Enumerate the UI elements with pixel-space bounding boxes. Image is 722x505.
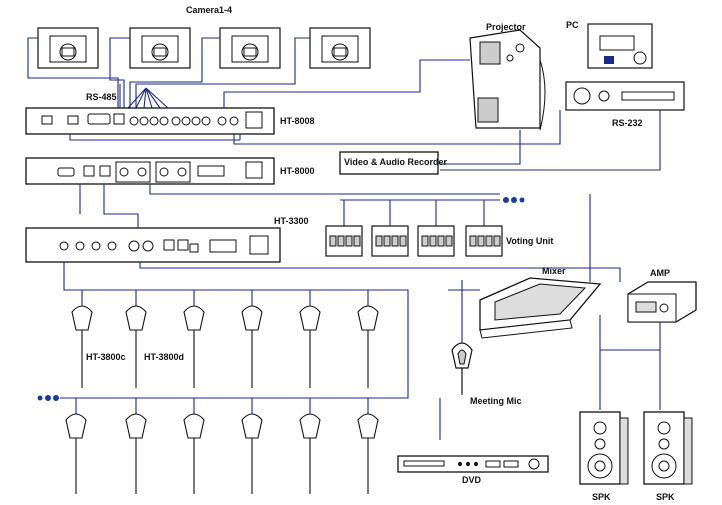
dvd-player (397, 455, 549, 473)
cameras-label: Camera1-4 (186, 5, 233, 15)
voting-unit (325, 225, 363, 257)
amp (627, 281, 697, 323)
spk-right-label: SPK (656, 492, 675, 502)
pc-label: PC (566, 20, 579, 30)
voting-unit (465, 225, 503, 257)
ht3800c-label: HT-3800c (86, 352, 126, 362)
ht-8000-unit (25, 157, 275, 185)
ht3800d-label: HT-3800d (144, 352, 185, 362)
camera-3 (219, 27, 281, 69)
delegate-mic-row-1 (71, 290, 379, 388)
camera-4 (309, 27, 371, 69)
continuation-dot (503, 197, 509, 203)
mixer-label: Mixer (542, 266, 566, 276)
dvd-label: DVD (462, 475, 482, 485)
continuation-dot (519, 197, 525, 203)
camera-2 (129, 27, 191, 69)
continuation-dot (37, 395, 43, 401)
camera-1 (37, 27, 99, 69)
projector (469, 29, 546, 131)
recorder-label: Video & Audio Recorder (344, 157, 448, 167)
mixer (479, 277, 602, 339)
ht8008-label: HT-8008 (280, 116, 315, 126)
pc (565, 23, 685, 111)
speaker-right (643, 411, 693, 485)
ht-8008-unit (25, 107, 275, 135)
rs232-label: RS-232 (612, 118, 643, 128)
ht-3300-unit (25, 227, 281, 263)
voting-unit (371, 225, 409, 257)
signal-wiring (60, 59, 661, 440)
ht8000-label: HT-8000 (280, 166, 315, 176)
ht3300-label: HT-3300 (274, 216, 309, 226)
rs485-label: RS-485 (86, 92, 117, 102)
amp-label: AMP (650, 268, 670, 278)
recorder-box (339, 151, 439, 175)
camera-cables (27, 37, 310, 109)
meeting-mic (451, 342, 473, 395)
continuation-dot (511, 197, 517, 203)
continuation-dot (53, 395, 59, 401)
meeting-mic-label: Meeting Mic (470, 396, 522, 406)
speaker-left (579, 411, 629, 485)
voting-unit (417, 225, 455, 257)
delegate-mic-row-2 (65, 398, 379, 494)
spk-left-label: SPK (592, 492, 611, 502)
voting-unit-label: Voting Unit (506, 236, 554, 246)
projector-label: Projector (486, 22, 526, 32)
continuation-dot (45, 395, 51, 401)
voting-bus (340, 199, 500, 226)
